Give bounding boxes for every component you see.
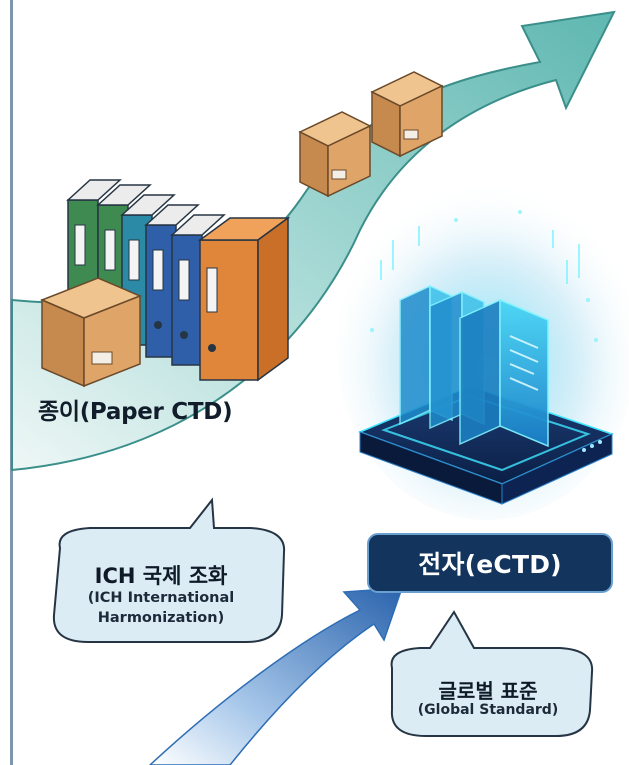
cardboard-box-icon [298,111,372,198]
ectd-badge [367,533,613,593]
paper-ctd-label: 종이(Paper CTD) [38,399,233,425]
ich-subtitle-line1: (ICH International [87,590,235,606]
electronic-document-server-icon [337,180,629,520]
ich-speech-bubble [52,497,286,643]
ich-subtitle-line2: Harmonization) [97,610,225,626]
ich-title: ICH 국제 조화 [94,564,228,588]
global-standard-subtitle: (Global Standard) [417,702,559,718]
global-standard-title: 글로벌 표준 [438,679,538,703]
paper-binders-icon [66,179,291,382]
cardboard-box-icon [370,71,444,158]
ich-subtitle: (ICH International Harmonization) [46,588,276,628]
ectd-label: 전자(eCTD) [418,550,562,579]
cardboard-box-icon [40,277,142,388]
global-standard-bubble [390,610,594,737]
